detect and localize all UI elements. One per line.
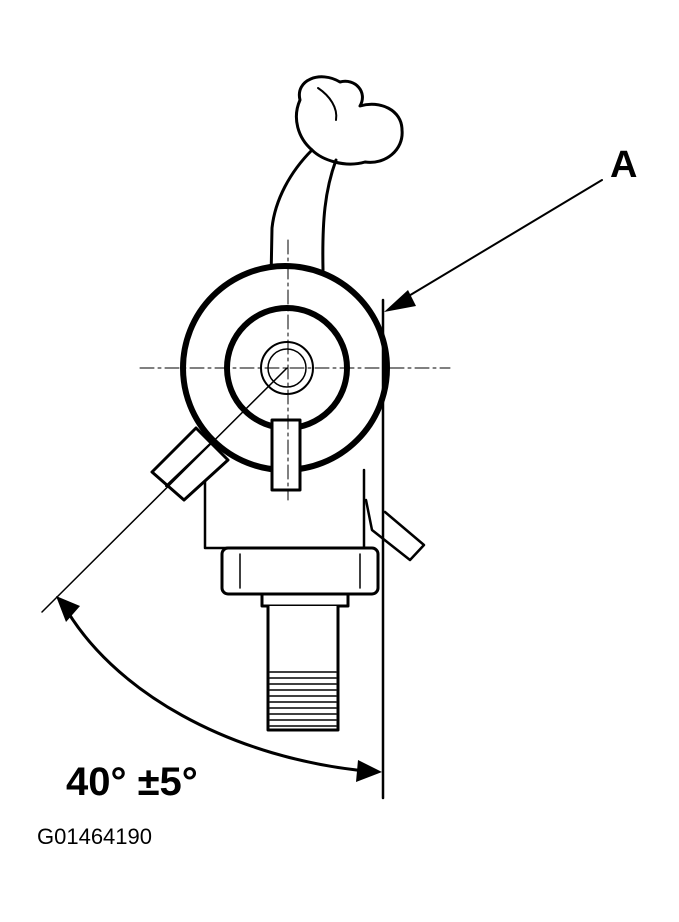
lever-shaft-left — [269, 148, 314, 282]
collar — [260, 592, 350, 608]
figure-code-label: G01464190 — [37, 824, 152, 849]
knob-crease — [317, 87, 338, 121]
hex-nut — [220, 546, 380, 596]
callout-a-leader — [401, 179, 603, 301]
angle-arc — [60, 600, 378, 774]
center-lines — [139, 239, 451, 501]
angle-spec-label: 40° ±5° — [66, 760, 198, 804]
callout-a-label: A — [610, 144, 638, 186]
cylinder-tab — [270, 418, 302, 492]
angle-arrow-start — [56, 596, 80, 622]
stem-threads — [269, 671, 337, 727]
lever-shaft-right — [321, 158, 338, 272]
bracket-lip — [364, 498, 426, 562]
callout-a-arrowhead — [384, 290, 416, 312]
angle-reference-line — [41, 367, 288, 613]
angle-arrow-end — [356, 760, 382, 782]
stem — [266, 604, 340, 732]
